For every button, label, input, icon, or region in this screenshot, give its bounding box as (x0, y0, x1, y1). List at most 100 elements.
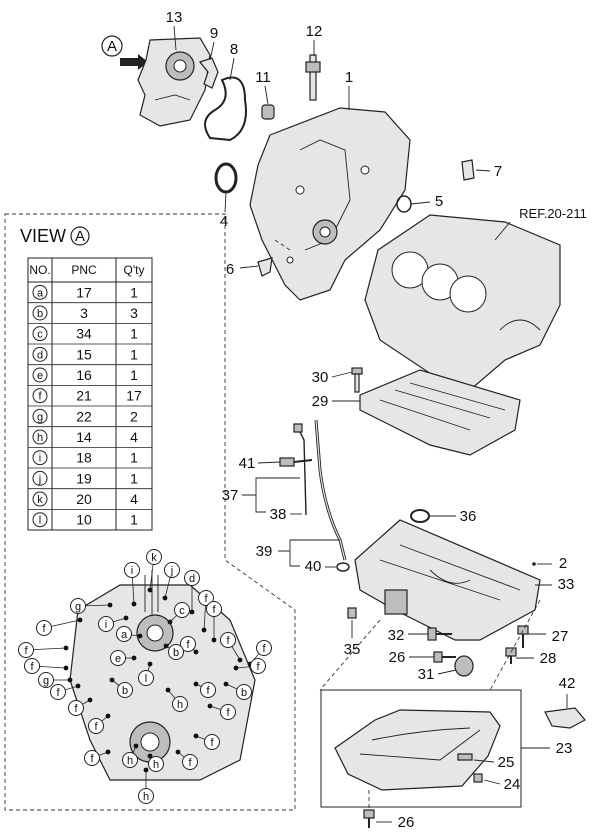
table-cell-no: e (37, 370, 43, 382)
callout-40: 40 (305, 558, 322, 575)
view-letter-circle (138, 670, 154, 686)
callout-9: 9 (210, 25, 218, 42)
table-cell-no: i (39, 453, 41, 465)
table-row-marker (32, 512, 48, 528)
callout-27: 27 (552, 628, 569, 645)
callout-28: 28 (540, 650, 557, 667)
view-letter-circle (180, 636, 196, 652)
lower-pan-box (320, 689, 522, 808)
table-header-2: Q'ty (124, 263, 145, 277)
table-row-marker (32, 408, 48, 424)
view-letter-f3: f (212, 604, 216, 616)
view-letter-f10: f (56, 687, 60, 699)
table-cell-qty: 1 (130, 367, 138, 383)
bolt-location-dot (223, 681, 229, 687)
bolt-41 (279, 457, 313, 467)
o-ring-40 (336, 562, 350, 572)
bolt-30 (351, 367, 363, 393)
table-cell-no: d (37, 349, 43, 361)
view-letter-b1: b (173, 647, 179, 659)
callout-32: 32 (388, 627, 405, 644)
view-letter-circle (88, 718, 104, 734)
table-cell-pnc: 16 (76, 367, 92, 383)
view-letter-circle (250, 658, 266, 674)
view-letter-f13: f (226, 707, 230, 719)
table-row-marker (32, 491, 48, 507)
view-letter-f11: f (74, 703, 78, 715)
view-letter-circle (198, 590, 214, 606)
callout-2: 2 (559, 555, 567, 572)
bolt-location-dot (131, 601, 137, 607)
table-cell-qty: 1 (130, 470, 138, 486)
bushing-11 (261, 104, 275, 120)
bolt-location-dot (75, 683, 81, 689)
view-letter-circle (138, 788, 154, 804)
bolt-location-dot (63, 665, 69, 671)
callout-30: 30 (312, 369, 329, 386)
view-letter-circle (182, 754, 198, 770)
view-letter-h2: h (127, 755, 133, 767)
plug-35 (347, 607, 357, 619)
table-cell-qty: 17 (126, 388, 142, 404)
table-cell-qty: 1 (130, 450, 138, 466)
o-ring-5 (396, 195, 412, 213)
svg-text:VIEW: VIEW (20, 226, 66, 246)
table-cell-pnc: 17 (76, 284, 92, 300)
bolt-location-dot (143, 767, 149, 773)
callout-38: 38 (270, 506, 287, 523)
view-letter-circle (164, 562, 180, 578)
callout-5: 5 (435, 193, 443, 210)
view-letter-f7: f (262, 643, 266, 655)
oil-seal-4 (214, 162, 238, 194)
table-header-0: NO. (29, 263, 50, 277)
table-row-marker (32, 450, 48, 466)
table-cell-no: l (39, 515, 41, 527)
view-letter-i2: i (105, 619, 107, 631)
table-cell-no: a (37, 287, 44, 299)
view-letter-c: c (179, 605, 185, 617)
pump-gasket-9 (198, 57, 219, 89)
bolt-26-lower (363, 809, 375, 828)
upper-oil-pan (354, 519, 541, 641)
bolt-location-dot (105, 713, 111, 719)
bolt-location-dot (147, 753, 153, 759)
table-cell-pnc: 10 (76, 512, 92, 528)
view-letter-circle (70, 598, 86, 614)
gauge-tube (314, 419, 347, 561)
table-cell-qty: 1 (130, 346, 138, 362)
callout-31: 31 (418, 666, 435, 683)
view-letter-k: k (151, 552, 157, 564)
view-letter-f8: f (30, 661, 34, 673)
bolt-location-dot (193, 649, 199, 655)
view-letter-circle (174, 602, 190, 618)
bolt-location-dot (189, 609, 195, 615)
marker-dot (532, 562, 536, 566)
table-cell-qty: 1 (130, 326, 138, 342)
view-letter-h1: h (177, 699, 183, 711)
view-letter-circle (200, 682, 216, 698)
ladder-frame (359, 369, 521, 456)
view-letter-f2: f (42, 623, 46, 635)
callout-12: 12 (306, 23, 323, 40)
gasket-7 (461, 159, 475, 181)
view-letter-circle (184, 570, 200, 586)
view-letter-circle (172, 696, 188, 712)
view-letter-circle (36, 620, 52, 636)
baffle-25 (457, 753, 473, 761)
callout-8: 8 (230, 41, 238, 58)
view-letter-circle (236, 684, 252, 700)
callout-23: 23 (556, 740, 573, 757)
view-letter-circle (84, 750, 100, 766)
view-letter-h4: h (143, 791, 149, 803)
table-row-marker (32, 470, 48, 486)
view-letter-circle (50, 684, 66, 700)
table-row-marker (32, 326, 48, 342)
table-cell-no: h (37, 432, 43, 444)
table-cell-no: f (38, 391, 42, 403)
table-cell-no: b (37, 308, 43, 320)
bolt-location-dot (87, 697, 93, 703)
table-cell-pnc: 19 (76, 470, 92, 486)
view-letter-circle (18, 642, 34, 658)
view-letter-circle (220, 632, 236, 648)
gasket-36 (410, 509, 430, 523)
